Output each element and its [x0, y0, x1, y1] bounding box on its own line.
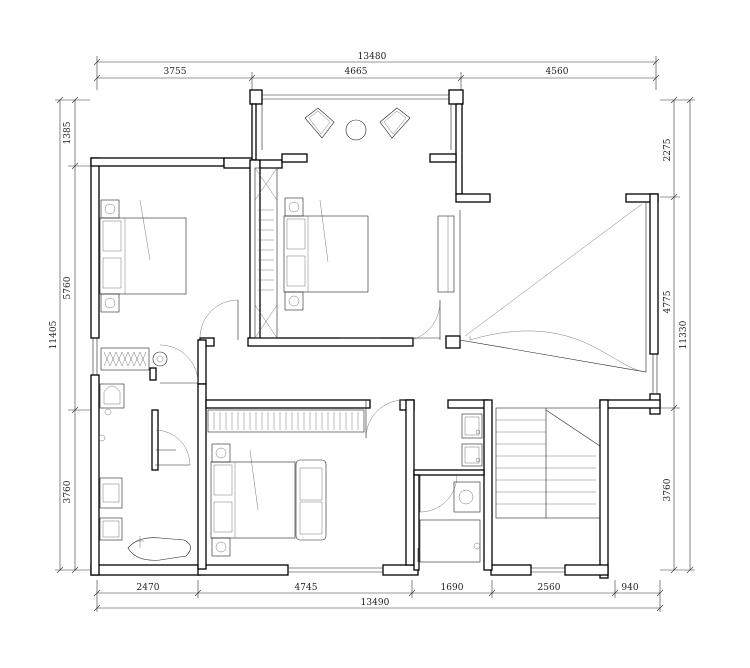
- dim-bottom-total: 13490: [361, 598, 390, 608]
- bathroom-middle: [417, 413, 483, 563]
- dim-left-seg-3: 3760: [63, 480, 73, 503]
- double-bed: [99, 217, 187, 295]
- nightstand: [284, 291, 304, 311]
- dim-left-seg-1: 1385: [63, 121, 73, 144]
- nightstand: [211, 443, 231, 463]
- dim-right-seg-3: 3760: [663, 478, 673, 501]
- dim-bottom-seg-1: 2470: [137, 583, 160, 593]
- double-bed: [210, 461, 296, 539]
- wash-basin: [99, 477, 123, 509]
- lounge-chair-right: [379, 107, 411, 139]
- bedroom-bottom: [207, 399, 405, 557]
- dim-right-seg-1: 2275: [663, 138, 673, 161]
- balcony: [304, 107, 411, 141]
- wash-basin-counter: [100, 347, 150, 371]
- bedroom-left: [99, 167, 278, 371]
- dim-left-total: 11405: [49, 320, 59, 349]
- dim-top-seg-1: 3755: [164, 67, 187, 77]
- wash-basin: [461, 443, 483, 467]
- staircase: [495, 407, 601, 519]
- dim-right-total: 11330: [679, 320, 689, 349]
- exterior-walls: [90, 89, 661, 579]
- wash-basin: [99, 517, 123, 541]
- dimension-top: 13480 3755 4665 4560: [93, 52, 660, 90]
- dim-left-seg-2: 5760: [63, 276, 73, 299]
- double-bed: [283, 215, 369, 293]
- dimension-bottom: 2470 4745 1690 2560 940 13490: [93, 580, 664, 612]
- round-table: [345, 119, 367, 141]
- dim-bottom-seg-2: 4745: [295, 583, 318, 593]
- nightstand: [211, 537, 231, 557]
- dim-bottom-seg-5: 940: [621, 583, 638, 593]
- dim-bottom-seg-4: 2560: [538, 583, 561, 593]
- toilet: [99, 383, 125, 409]
- shower-area: [419, 519, 481, 563]
- floor-drain-icon: [152, 351, 168, 367]
- nightstand: [100, 293, 120, 313]
- dim-bottom-seg-3: 1690: [441, 583, 464, 593]
- nightstand: [100, 199, 120, 219]
- dim-top-total: 13480: [358, 52, 387, 62]
- nightstand: [284, 197, 304, 217]
- dimension-left: 1385 5760 3760 11405: [49, 96, 90, 574]
- tv-cabinet: [437, 215, 455, 293]
- bedroom-middle: [283, 197, 455, 341]
- wash-basin: [461, 413, 483, 439]
- sofa: [295, 459, 327, 541]
- dim-right-seg-2: 4775: [663, 290, 673, 313]
- dim-top-seg-3: 4560: [546, 67, 569, 77]
- dim-top-seg-2: 4665: [345, 67, 368, 77]
- wardrobe: [207, 409, 365, 433]
- bathroom-left: [98, 383, 191, 561]
- toilet: [453, 481, 481, 513]
- door-swings: [159, 337, 440, 384]
- interior-walls: [149, 153, 493, 571]
- bathtub: [127, 536, 191, 561]
- lounge-chair-left: [304, 107, 335, 139]
- dimension-right: 2275 4775 3760 11330: [660, 96, 695, 574]
- stair-void: [459, 202, 647, 373]
